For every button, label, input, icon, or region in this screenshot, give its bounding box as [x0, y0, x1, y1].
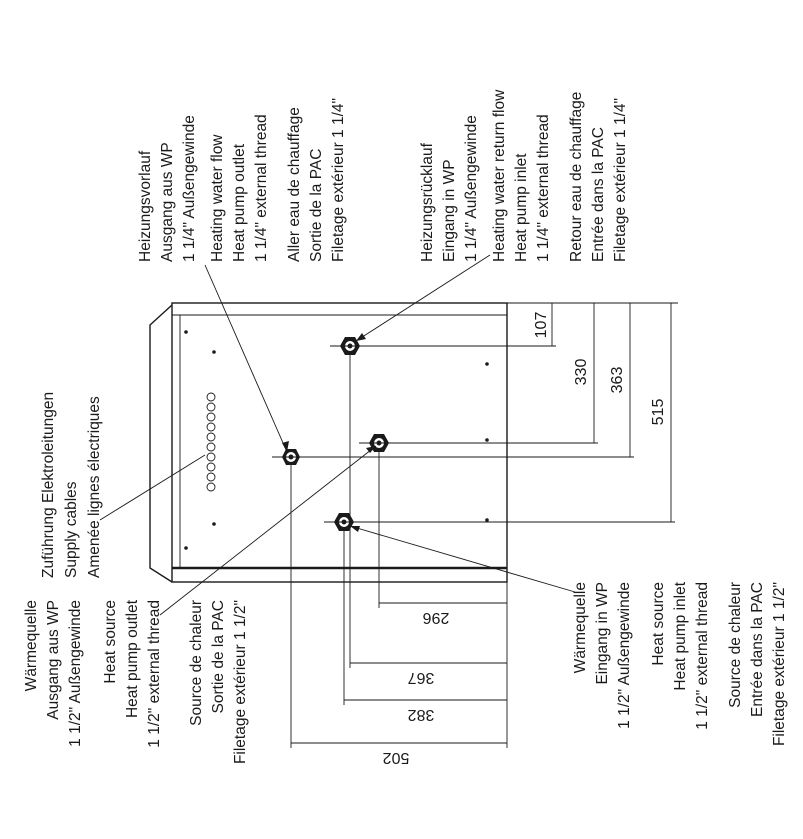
source-out-line-9: Filetage extérieur 1 1/2" [232, 600, 249, 764]
heating-flow-line-2: Ausgang aus WP [159, 142, 176, 262]
heating-return-line-6: 1 1/4" external thread [535, 114, 552, 262]
source-out-line-7: Source de chaleur [188, 600, 205, 726]
heating-flow-line-5: Heat pump outlet [231, 143, 248, 262]
dim-330: 330 [573, 359, 590, 386]
screw-dots [184, 330, 489, 550]
heating-flow-connection [272, 449, 310, 465]
source-in-line-8: Entrée dans la PAC [749, 582, 766, 717]
heating-flow-label: Heizungsvorlauf Ausgang aus WP 1 1/4" Au… [137, 98, 347, 262]
heating-flow-line-9: Filetage extérieur 1 1/4" [330, 98, 347, 262]
heating-flow-line-1: Heizungsvorlauf [137, 150, 154, 262]
source-out-line-8: Sortie de la PAC [210, 600, 227, 713]
heating-return-line-8: Entrée dans la PAC [590, 127, 607, 262]
source-in-line-1: Wärmequelle [572, 582, 589, 673]
source-out-line-3: 1 1/2" Außengewinde [67, 600, 84, 747]
heating-flow-line-8: Sortie de la PAC [308, 149, 325, 262]
label-cables-en: Supply cables [63, 481, 80, 578]
heating-return-line-1: Heizungsrücklauf [419, 142, 436, 262]
source-in-line-4: Heat source [650, 582, 667, 666]
source-in-line-6: 1 1/2" external thread [694, 582, 711, 730]
heating-flow-line-7: Aller eau de chauffage [286, 107, 303, 262]
heat-source-outlet-label: Wärmequelle Ausgang aus WP 1 1/2" Außeng… [23, 599, 249, 764]
dim-382: 382 [408, 706, 435, 723]
source-out-line-5: Heat pump outlet [124, 599, 141, 718]
heating-return-line-4: Heating water return flow [491, 89, 508, 262]
heating-return-line-5: Heat pump inlet [513, 153, 530, 262]
source-in-line-2: Eingang in WP [594, 582, 611, 685]
source-inlet-connection [324, 513, 364, 531]
dim-363: 363 [609, 367, 626, 394]
dim-296: 296 [423, 609, 450, 626]
source-out-line-6: 1 1/2" external thread [146, 600, 163, 748]
source-in-line-7: Source de chaleur [727, 582, 744, 708]
dim-107: 107 [533, 312, 550, 339]
label-cables-de: Zuführung Elektroleitungen [40, 392, 57, 578]
source-in-line-5: Heat pump inlet [672, 581, 689, 690]
heating-return-label: Heizungsrücklauf Eingang in WP 1 1/4" Au… [419, 89, 629, 262]
dimension-labels: 107 330 363 515 296 367 382 502 [383, 312, 667, 766]
heating-return-line-2: Eingang in WP [441, 159, 458, 262]
heat-source-inlet-label: Wärmequelle Eingang in WP 1 1/2" Außenge… [572, 581, 788, 746]
heating-flow-line-4: Heating water flow [209, 134, 226, 262]
dimension-lines [290, 302, 678, 748]
heating-flow-line-6: 1 1/4" external thread [253, 114, 270, 262]
source-out-line-2: Ausgang aus WP [45, 600, 62, 720]
source-in-line-9: Filetage extérieur 1 1/2" [771, 582, 788, 746]
label-cables-fr: Amenée lignes électriques [86, 396, 103, 578]
dim-502: 502 [383, 749, 410, 766]
heating-return-connection [330, 337, 370, 355]
heating-return-line-9: Filetage extérieur 1 1/4" [612, 98, 629, 262]
heating-flow-line-3: 1 1/4" Außengewinde [181, 115, 198, 262]
heating-return-line-7: Retour eau de chauffage [568, 92, 585, 262]
supply-cables-label: Zuführung Elektroleitungen Supply cables… [40, 392, 103, 578]
leader-lines [99, 254, 576, 616]
heating-return-line-3: 1 1/4" Außengewinde [463, 115, 480, 262]
source-out-line-4: Heat source [102, 600, 119, 684]
source-out-line-1: Wärmequelle [23, 600, 40, 691]
dim-367: 367 [408, 669, 435, 686]
cable-entry-holes [206, 392, 216, 492]
unit-housing [149, 302, 508, 583]
source-in-line-3: 1 1/2" Außengewinde [616, 582, 633, 729]
dim-515: 515 [650, 399, 667, 426]
